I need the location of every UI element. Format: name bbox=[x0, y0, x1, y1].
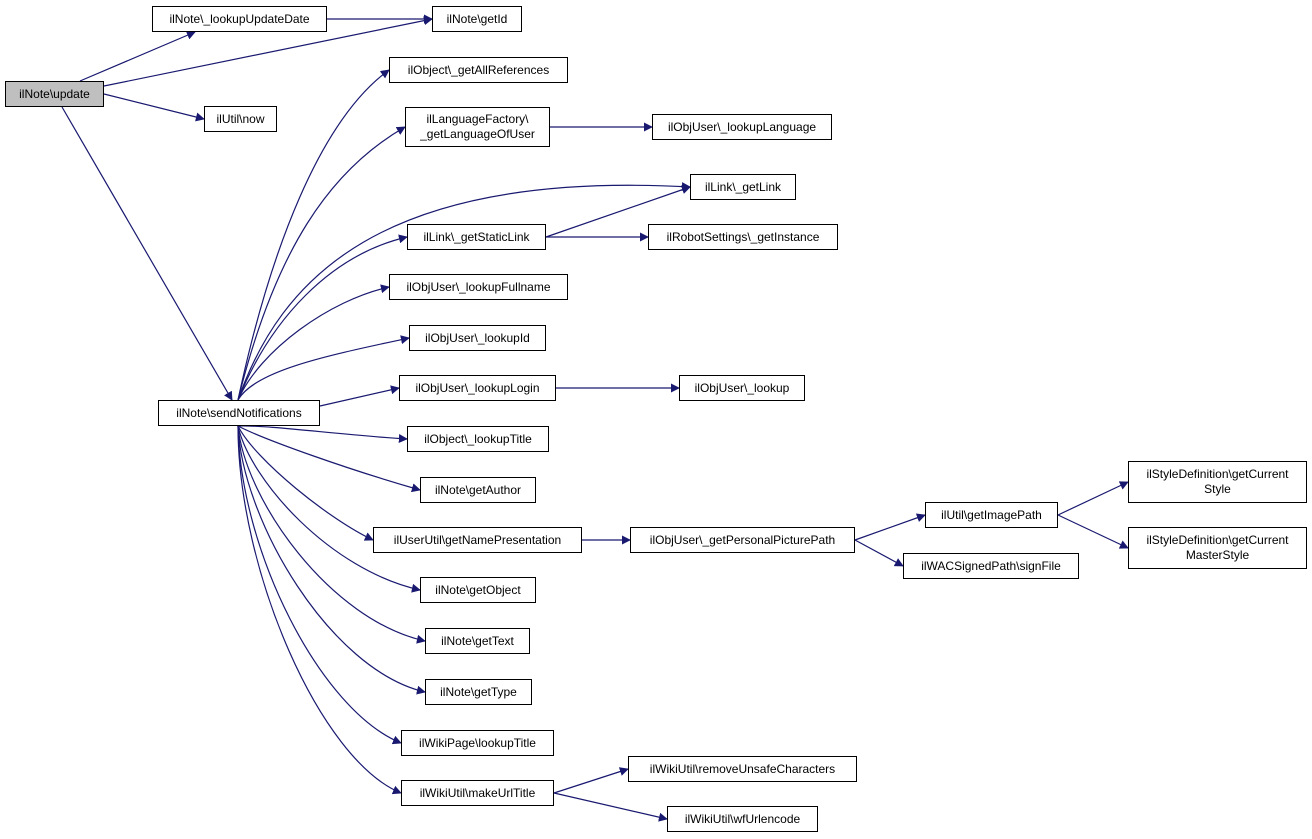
node-label: ilNote\sendNotifications bbox=[176, 405, 302, 420]
node-get-id[interactable]: ilNote\getId bbox=[432, 6, 522, 32]
node-label: ilObjUser\_lookup bbox=[694, 380, 790, 395]
node-label: ilUtil\now bbox=[216, 111, 265, 126]
node-label: ilWikiUtil\removeUnsafeCharacters bbox=[649, 761, 836, 776]
edge-sendNotifications-to-lookupLogin bbox=[319, 385, 400, 407]
edge-sendNotifications-to-getObject bbox=[237, 425, 421, 593]
node-get-current-style[interactable]: ilStyleDefinition\getCurrent Style bbox=[1128, 461, 1307, 503]
node-label: ilStyleDefinition\getCurrent Style bbox=[1146, 467, 1289, 496]
node-lookup-login[interactable]: ilObjUser\_lookupLogin bbox=[399, 375, 556, 401]
node-get-author[interactable]: ilNote\getAuthor bbox=[420, 477, 536, 503]
node-label: ilLanguageFactory\ _getLanguageOfUser bbox=[420, 112, 535, 141]
node-lookup-update-date[interactable]: ilNote\_lookupUpdateDate bbox=[152, 6, 327, 32]
node-get-text[interactable]: ilNote\getText bbox=[425, 628, 530, 654]
node-send-notifications[interactable]: ilNote\sendNotifications bbox=[158, 400, 320, 426]
edge-update-to-lookupUpdateDate bbox=[79, 31, 196, 82]
node-get-personal-picture-path[interactable]: ilObjUser\_getPersonalPicturePath bbox=[630, 527, 855, 553]
edge-sendNotifications-to-getStaticLink bbox=[237, 234, 408, 401]
edge-getPersonalPicturePath-to-getImagePath bbox=[854, 513, 926, 541]
node-obj-user-lookup[interactable]: ilObjUser\_lookup bbox=[679, 375, 805, 401]
node-get-language-of-user[interactable]: ilLanguageFactory\ _getLanguageOfUser bbox=[405, 107, 550, 147]
node-get-name-presentation[interactable]: ilUserUtil\getNamePresentation bbox=[373, 527, 582, 553]
node-label: ilWikiPage\lookupTitle bbox=[419, 735, 536, 750]
node-get-type[interactable]: ilNote\getType bbox=[425, 679, 532, 705]
node-lookup-title[interactable]: ilObject\_lookupTitle bbox=[407, 426, 549, 452]
node-get-link[interactable]: ilLink\_getLink bbox=[690, 174, 796, 200]
node-get-all-references[interactable]: ilObject\_getAllReferences bbox=[389, 57, 568, 83]
node-label: ilNote\getAuthor bbox=[434, 482, 522, 497]
edge-makeUrlTitle-to-removeUnsafe bbox=[553, 767, 629, 794]
node-update: ilNote\update bbox=[5, 81, 104, 107]
node-label: ilObjUser\_lookupFullname bbox=[406, 279, 551, 294]
node-wiki-lookup-title[interactable]: ilWikiPage\lookupTitle bbox=[401, 730, 554, 756]
edge-update-to-sendNotifications bbox=[61, 106, 233, 401]
edge-sendNotifications-to-getType bbox=[237, 425, 426, 695]
node-wf-urlencode[interactable]: ilWikiUtil\wfUrlencode bbox=[667, 806, 818, 832]
node-now[interactable]: ilUtil\now bbox=[204, 106, 277, 132]
node-get-static-link[interactable]: ilLink\_getStaticLink bbox=[407, 224, 546, 250]
node-get-current-master-style[interactable]: ilStyleDefinition\getCurrent MasterStyle bbox=[1128, 527, 1307, 569]
edge-sendNotifications-to-lookupFullname bbox=[237, 284, 390, 401]
node-get-image-path[interactable]: ilUtil\getImagePath bbox=[925, 502, 1058, 528]
node-get-object[interactable]: ilNote\getObject bbox=[420, 577, 536, 603]
node-label: ilObjUser\_lookupLanguage bbox=[667, 119, 817, 134]
edge-sendNotifications-to-getLanguageOfUser bbox=[237, 126, 406, 401]
edge-sendNotifications-to-lookupId bbox=[237, 335, 410, 401]
edge-sendNotifications-to-getLink bbox=[237, 182, 691, 401]
edge-sendNotifications-to-wikiLookupTitle bbox=[237, 425, 402, 745]
edge-getImagePath-to-getCurrentMasterStyle bbox=[1057, 514, 1129, 549]
node-label: ilUtil\getImagePath bbox=[941, 507, 1042, 522]
node-label: ilNote\getText bbox=[441, 633, 514, 648]
node-label: ilNote\getType bbox=[440, 684, 517, 699]
node-label: ilUserUtil\getNamePresentation bbox=[393, 532, 562, 547]
edge-makeUrlTitle-to-wfUrlencode bbox=[553, 792, 668, 822]
edge-getStaticLink-to-getLink bbox=[545, 185, 691, 238]
node-label: ilRobotSettings\_getInstance bbox=[666, 229, 820, 244]
node-label: ilLink\_getLink bbox=[704, 179, 782, 194]
edge-sendNotifications-to-getNamePresentation bbox=[237, 425, 374, 541]
node-label: ilStyleDefinition\getCurrent MasterStyle bbox=[1146, 533, 1289, 562]
node-remove-unsafe[interactable]: ilWikiUtil\removeUnsafeCharacters bbox=[628, 756, 857, 782]
node-label: ilLink\_getStaticLink bbox=[423, 229, 530, 244]
node-label: ilWikiUtil\makeUrlTitle bbox=[419, 785, 536, 800]
node-lookup-fullname[interactable]: ilObjUser\_lookupFullname bbox=[389, 274, 568, 300]
edge-getImagePath-to-getCurrentStyle bbox=[1057, 481, 1129, 516]
node-robot-get-instance[interactable]: ilRobotSettings\_getInstance bbox=[648, 224, 838, 250]
node-label: ilObject\_getAllReferences bbox=[407, 62, 550, 77]
edge-update-to-getId bbox=[103, 16, 433, 87]
edge-sendNotifications-to-getAllReferences bbox=[237, 69, 390, 401]
node-label: ilNote\_lookupUpdateDate bbox=[169, 11, 310, 26]
node-label: ilObjUser\_lookupId bbox=[425, 330, 530, 345]
node-label: ilWACSignedPath\signFile bbox=[921, 558, 1061, 573]
edge-sendNotifications-to-lookupTitle bbox=[237, 425, 408, 444]
node-lookup-id[interactable]: ilObjUser\_lookupId bbox=[409, 325, 546, 351]
node-label: ilNote\getId bbox=[446, 11, 508, 26]
node-lookup-language[interactable]: ilObjUser\_lookupLanguage bbox=[652, 114, 832, 140]
node-label: ilNote\getObject bbox=[435, 582, 521, 597]
edge-sendNotifications-to-makeUrlTitle bbox=[237, 425, 402, 795]
edge-update-to-now bbox=[103, 93, 205, 122]
node-label: ilObjUser\_lookupLogin bbox=[415, 380, 540, 395]
node-make-url-title[interactable]: ilWikiUtil\makeUrlTitle bbox=[401, 780, 554, 806]
node-label: ilObject\_lookupTitle bbox=[424, 431, 532, 446]
node-label: ilObjUser\_getPersonalPicturePath bbox=[649, 532, 836, 547]
node-sign-file[interactable]: ilWACSignedPath\signFile bbox=[903, 553, 1079, 579]
edge-sendNotifications-to-getAuthor bbox=[237, 425, 421, 493]
edge-sendNotifications-to-getText bbox=[237, 425, 426, 644]
edge-getPersonalPicturePath-to-signFile bbox=[854, 539, 904, 567]
node-label: ilNote\update bbox=[19, 86, 90, 101]
node-label: ilWikiUtil\wfUrlencode bbox=[684, 811, 801, 826]
